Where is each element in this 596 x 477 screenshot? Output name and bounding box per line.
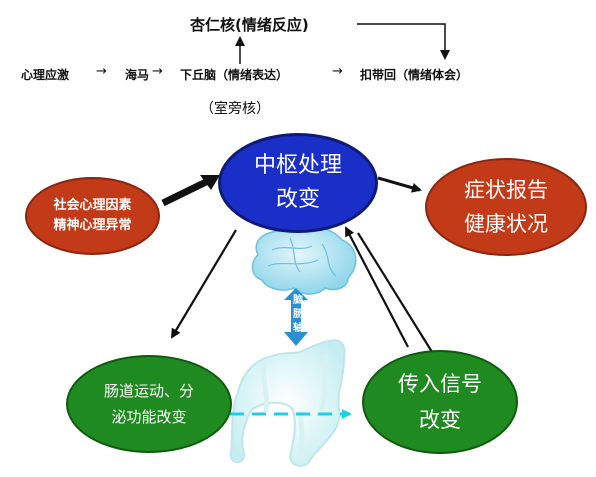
central-line-1: 中枢处理 [253,153,342,178]
symptom-line-1: 症状报告 [464,178,548,202]
arrow-social-to-central [161,177,210,207]
signal-line-2: 改变 [419,408,461,432]
social-line-2: 精神心理异常 [53,218,132,233]
symptom-report-node: 症状报告 健康状况 [425,158,587,256]
chain-arrow-3: → [332,64,343,79]
afferent-signal-node: 传入信号 改变 [362,350,518,454]
central-line-2: 改变 [275,187,320,212]
hypothalamus-label: 下丘脑（情绪表达） [180,68,289,82]
arrow-central-to-symptom [377,176,422,193]
intestine-icon [229,339,346,467]
arrow-central-to-gut [170,229,237,339]
symptom-line-2: 健康状况 [464,212,548,236]
brain-gut-axis-arrow [284,288,308,346]
brain-gut-axis-label: 脑肠轴 [293,295,303,334]
arrow-central-to-signal [357,232,439,362]
arrow-amygdala-to-cingulate [357,23,450,60]
signal-line-1: 传入信号 [398,372,482,396]
central-processing-node: 中枢处理 改变 [218,133,378,233]
arrow-signal-to-central [345,226,409,348]
hippocampus-label: 海马 [125,68,150,82]
brain-icon [251,225,357,302]
gut-line-2: 泌功能改变 [111,408,187,426]
gut-line-1: 肠道运动、分 [103,382,194,400]
paraventricular-label: （室旁核） [200,101,270,117]
cingulate-label: 扣带回（情绪体会） [360,68,469,82]
amygdala-label: 杏仁核(情绪反应) [190,16,309,34]
social-psych-node: 社会心理因素 精神心理异常 [25,177,160,255]
gut-function-node: 肠道运动、分 泌功能改变 [66,355,232,453]
chain-arrow-2: → [152,64,163,79]
chain-arrow-1: → [96,64,107,79]
social-line-1: 社会心理因素 [53,198,132,213]
psych-stress-label: 心理应激 [21,68,70,82]
